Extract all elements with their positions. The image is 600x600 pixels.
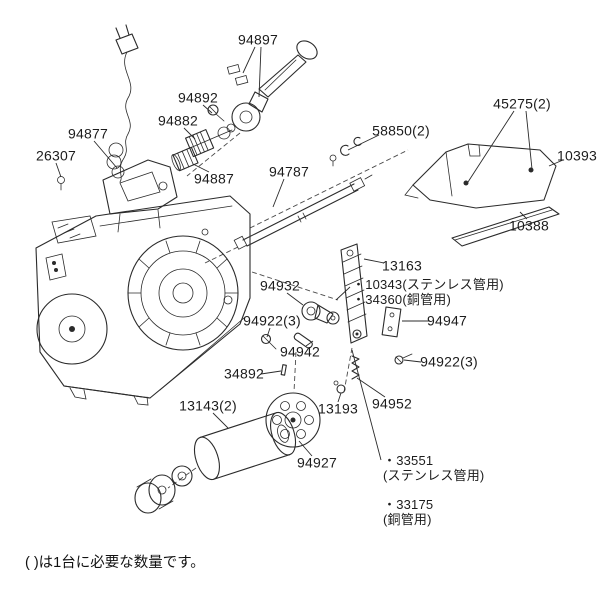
ball-13193	[333, 380, 346, 394]
screw-94922-left	[260, 333, 277, 350]
pin-34892	[280, 364, 287, 376]
support-bar-10388	[451, 206, 560, 247]
footer-note: ( )は1台に必要な数量です。	[25, 555, 205, 571]
pin-94942	[293, 332, 313, 349]
gear-shaft-94882	[185, 123, 236, 158]
roller-94927	[265, 392, 321, 448]
link-94932	[301, 301, 340, 325]
blade-arm-13163	[340, 243, 368, 344]
feed-shaft-94787	[233, 174, 373, 250]
plate-94947	[381, 306, 402, 338]
small-rollers	[134, 465, 193, 514]
spring-94952	[351, 355, 360, 380]
chuck-hatch-marks	[127, 240, 239, 346]
clip-58850	[329, 136, 362, 167]
handle-assembly-94897	[226, 40, 318, 132]
power-cord-and-plug	[57, 24, 139, 191]
bolt-94892	[207, 104, 225, 122]
machine-body	[35, 159, 251, 406]
roller-cylinder-13143	[193, 411, 297, 481]
support-bracket-10393	[404, 143, 557, 209]
gear-94887	[171, 146, 199, 172]
dashed-guide-lines	[167, 132, 409, 489]
screw-94922-right	[394, 353, 413, 365]
leader-lines	[55, 46, 564, 461]
